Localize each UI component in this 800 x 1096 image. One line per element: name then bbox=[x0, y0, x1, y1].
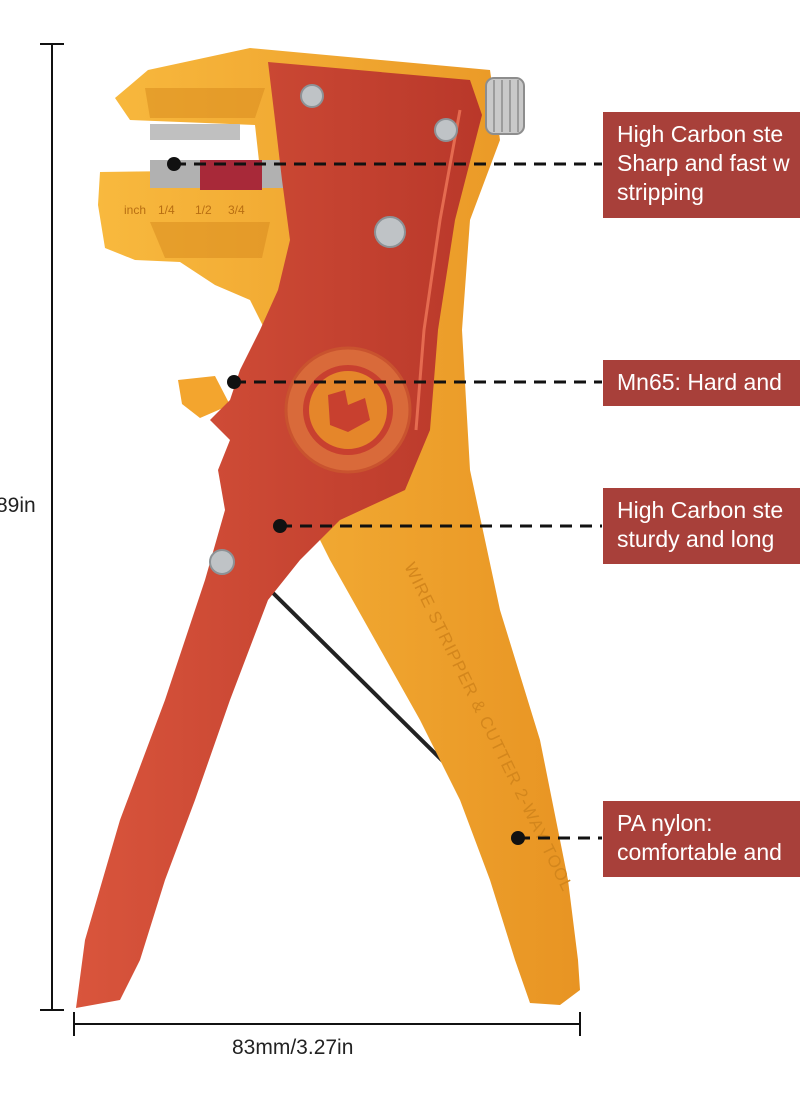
height-dimension-label: 89in bbox=[0, 494, 36, 517]
ruler-label-inch: inch bbox=[124, 203, 146, 217]
height-dimension-line bbox=[40, 43, 64, 1011]
pivot-logo-glyph bbox=[328, 390, 370, 432]
ruler-label-three-quarter: 3/4 bbox=[228, 203, 245, 217]
red-body-edge bbox=[414, 109, 462, 431]
callout-body-line-1: High Carbon ste bbox=[617, 497, 784, 523]
spring-wire bbox=[266, 586, 472, 790]
callout-blade-line-2: Sharp and fast w bbox=[617, 150, 790, 176]
blade-red-insert bbox=[200, 160, 262, 190]
callout-handle: PA nylon: comfortable and bbox=[603, 801, 800, 877]
ruler-label-quarter: 1/4 bbox=[158, 203, 175, 217]
upper-trigger bbox=[178, 376, 230, 418]
callout-body-line-2: sturdy and long bbox=[617, 526, 775, 552]
callout-mn65: Mn65: Hard and bbox=[603, 360, 800, 406]
upper-jaw-recess bbox=[145, 88, 265, 118]
width-dimension-line bbox=[73, 1012, 581, 1036]
callout-mn65-line-1: Mn65: Hard and bbox=[617, 369, 782, 395]
upper-blade bbox=[150, 124, 240, 140]
adjust-knob bbox=[485, 77, 525, 135]
leader-dots bbox=[167, 157, 525, 845]
rivets bbox=[209, 84, 458, 575]
lower-jaw-recess bbox=[150, 222, 270, 258]
callout-handle-line-1: PA nylon: bbox=[617, 810, 713, 836]
callout-handle-line-2: comfortable and bbox=[617, 839, 782, 865]
callout-body: High Carbon ste sturdy and long bbox=[603, 488, 800, 564]
callout-blade: High Carbon ste Sharp and fast w strippi… bbox=[603, 112, 800, 218]
red-body bbox=[76, 62, 482, 1008]
width-dimension-label: 83mm/3.27in bbox=[232, 1036, 354, 1059]
callout-blade-line-3: stripping bbox=[617, 179, 704, 205]
yellow-handle bbox=[98, 48, 580, 1005]
leader-lines bbox=[174, 162, 602, 840]
ruler-label-half: 1/2 bbox=[195, 203, 212, 217]
callout-blade-line-1: High Carbon ste bbox=[617, 121, 784, 147]
